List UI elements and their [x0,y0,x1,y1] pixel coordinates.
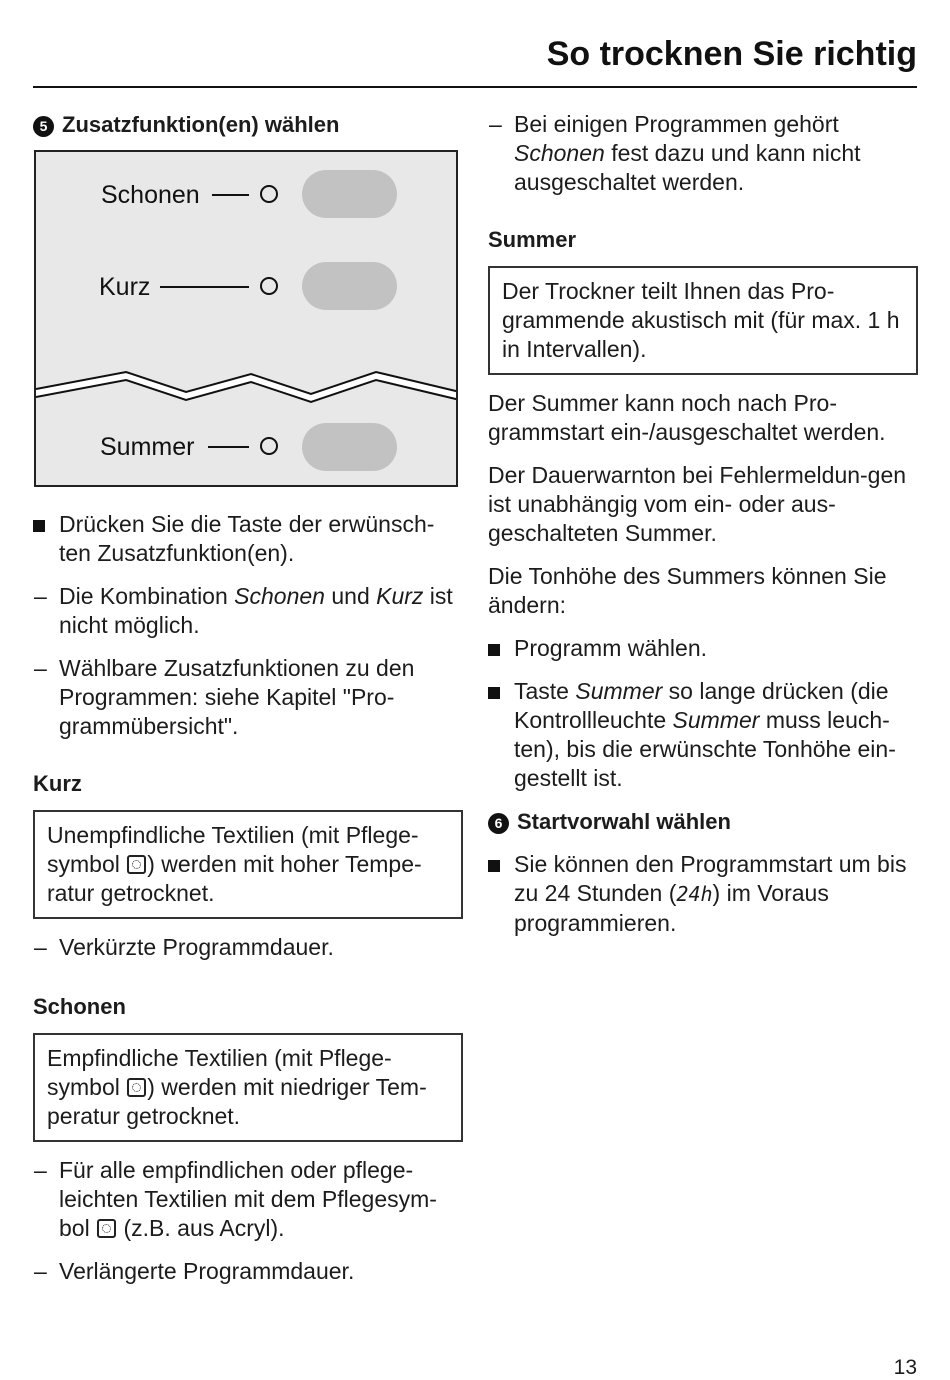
section-heading-kurz: Kurz [33,771,82,796]
step6-heading: 6 Startvorwahl wählen [488,807,918,836]
page-number: 13 [893,1356,917,1379]
note-item: – Bei einigen Programmen gehört Schonen … [489,111,861,195]
dash-marker: – [34,1258,47,1284]
break-line-graphic [36,370,456,404]
summer-button[interactable] [302,423,397,471]
section-heading-summer: Summer [488,227,577,252]
paragraph: Der Dauerwarnton bei Fehlermeldun-gen is… [488,462,907,546]
dash-marker: – [34,934,47,960]
bullet-square-icon [488,860,500,872]
note-item: – Verlängerte Programmdauer. [34,1258,355,1284]
page-title: So trocknen Sie richtig [546,35,917,73]
paragraph: Der Summer kann noch nach Pro-grammstart… [488,390,886,445]
step-number-badge: 5 [33,116,54,137]
step5-heading: 5 Zusatzfunktion(en) wählen [33,110,339,139]
indicator-led-schonen [260,185,278,203]
note-item: – Wählbare Zusatzfunktionen zu den Progr… [34,655,415,739]
paragraph: Die Tonhöhe des Summers können Sie änder… [488,563,887,618]
header-rule [33,86,917,88]
panel-label-schonen: Schonen [101,181,200,209]
kurz-button[interactable] [302,262,397,310]
indicator-led-summer [260,437,278,455]
bullet-square-icon [488,687,500,699]
dash-marker: – [34,1157,47,1183]
right-column: – Bei einigen Programmen gehört Schonen … [488,110,918,938]
note-item: – Für alle empfindlichen oder pflege-lei… [34,1157,437,1241]
left-column-text: Drücken Sie die Taste der erwünsch-ten Z… [33,510,463,1286]
info-box-schonen: Empfindliche Textilien (mit Pflege-symbo… [33,1033,463,1142]
care-symbol-dry-icon [97,1219,117,1238]
section-heading-schonen: Schonen [33,994,126,1019]
step-title: Startvorwahl wählen [517,809,731,834]
info-box-kurz: Unempfindliche Textilien (mit Pflege-sym… [33,810,463,919]
care-symbol-dry-icon [127,1078,147,1097]
control-panel-illustration: Schonen Kurz Summer [34,150,458,487]
instruction-item: Drücken Sie die Taste der erwünsch-ten Z… [33,510,463,568]
indicator-led-kurz [260,277,278,295]
instruction-item: Programm wählen. [488,634,918,663]
panel-label-summer: Summer [100,433,195,461]
step-title: Zusatzfunktion(en) wählen [62,112,340,137]
bullet-square-icon [33,520,45,532]
bullet-square-icon [488,644,500,656]
dash-marker: – [34,655,47,681]
step-number-badge: 6 [488,813,509,834]
note-item: – Verkürzte Programmdauer. [34,934,334,960]
info-box-summer: Der Trockner teilt Ihnen das Pro-grammen… [488,266,918,375]
leader-line [208,446,249,448]
dash-marker: – [34,583,47,609]
display-readout: 24h [676,882,713,906]
instruction-item: Taste Summer so lange drücken (die Kontr… [488,677,918,793]
leader-line [160,286,249,288]
note-item: – Die Kombination Schonen und Kurz ist n… [34,583,453,638]
leader-line [212,194,249,196]
dash-marker: – [489,111,502,137]
schonen-button[interactable] [302,170,397,218]
panel-label-kurz: Kurz [99,273,151,301]
care-symbol-dry-icon [127,855,147,874]
instruction-item: Sie können den Programmstart um bis zu 2… [488,850,918,938]
